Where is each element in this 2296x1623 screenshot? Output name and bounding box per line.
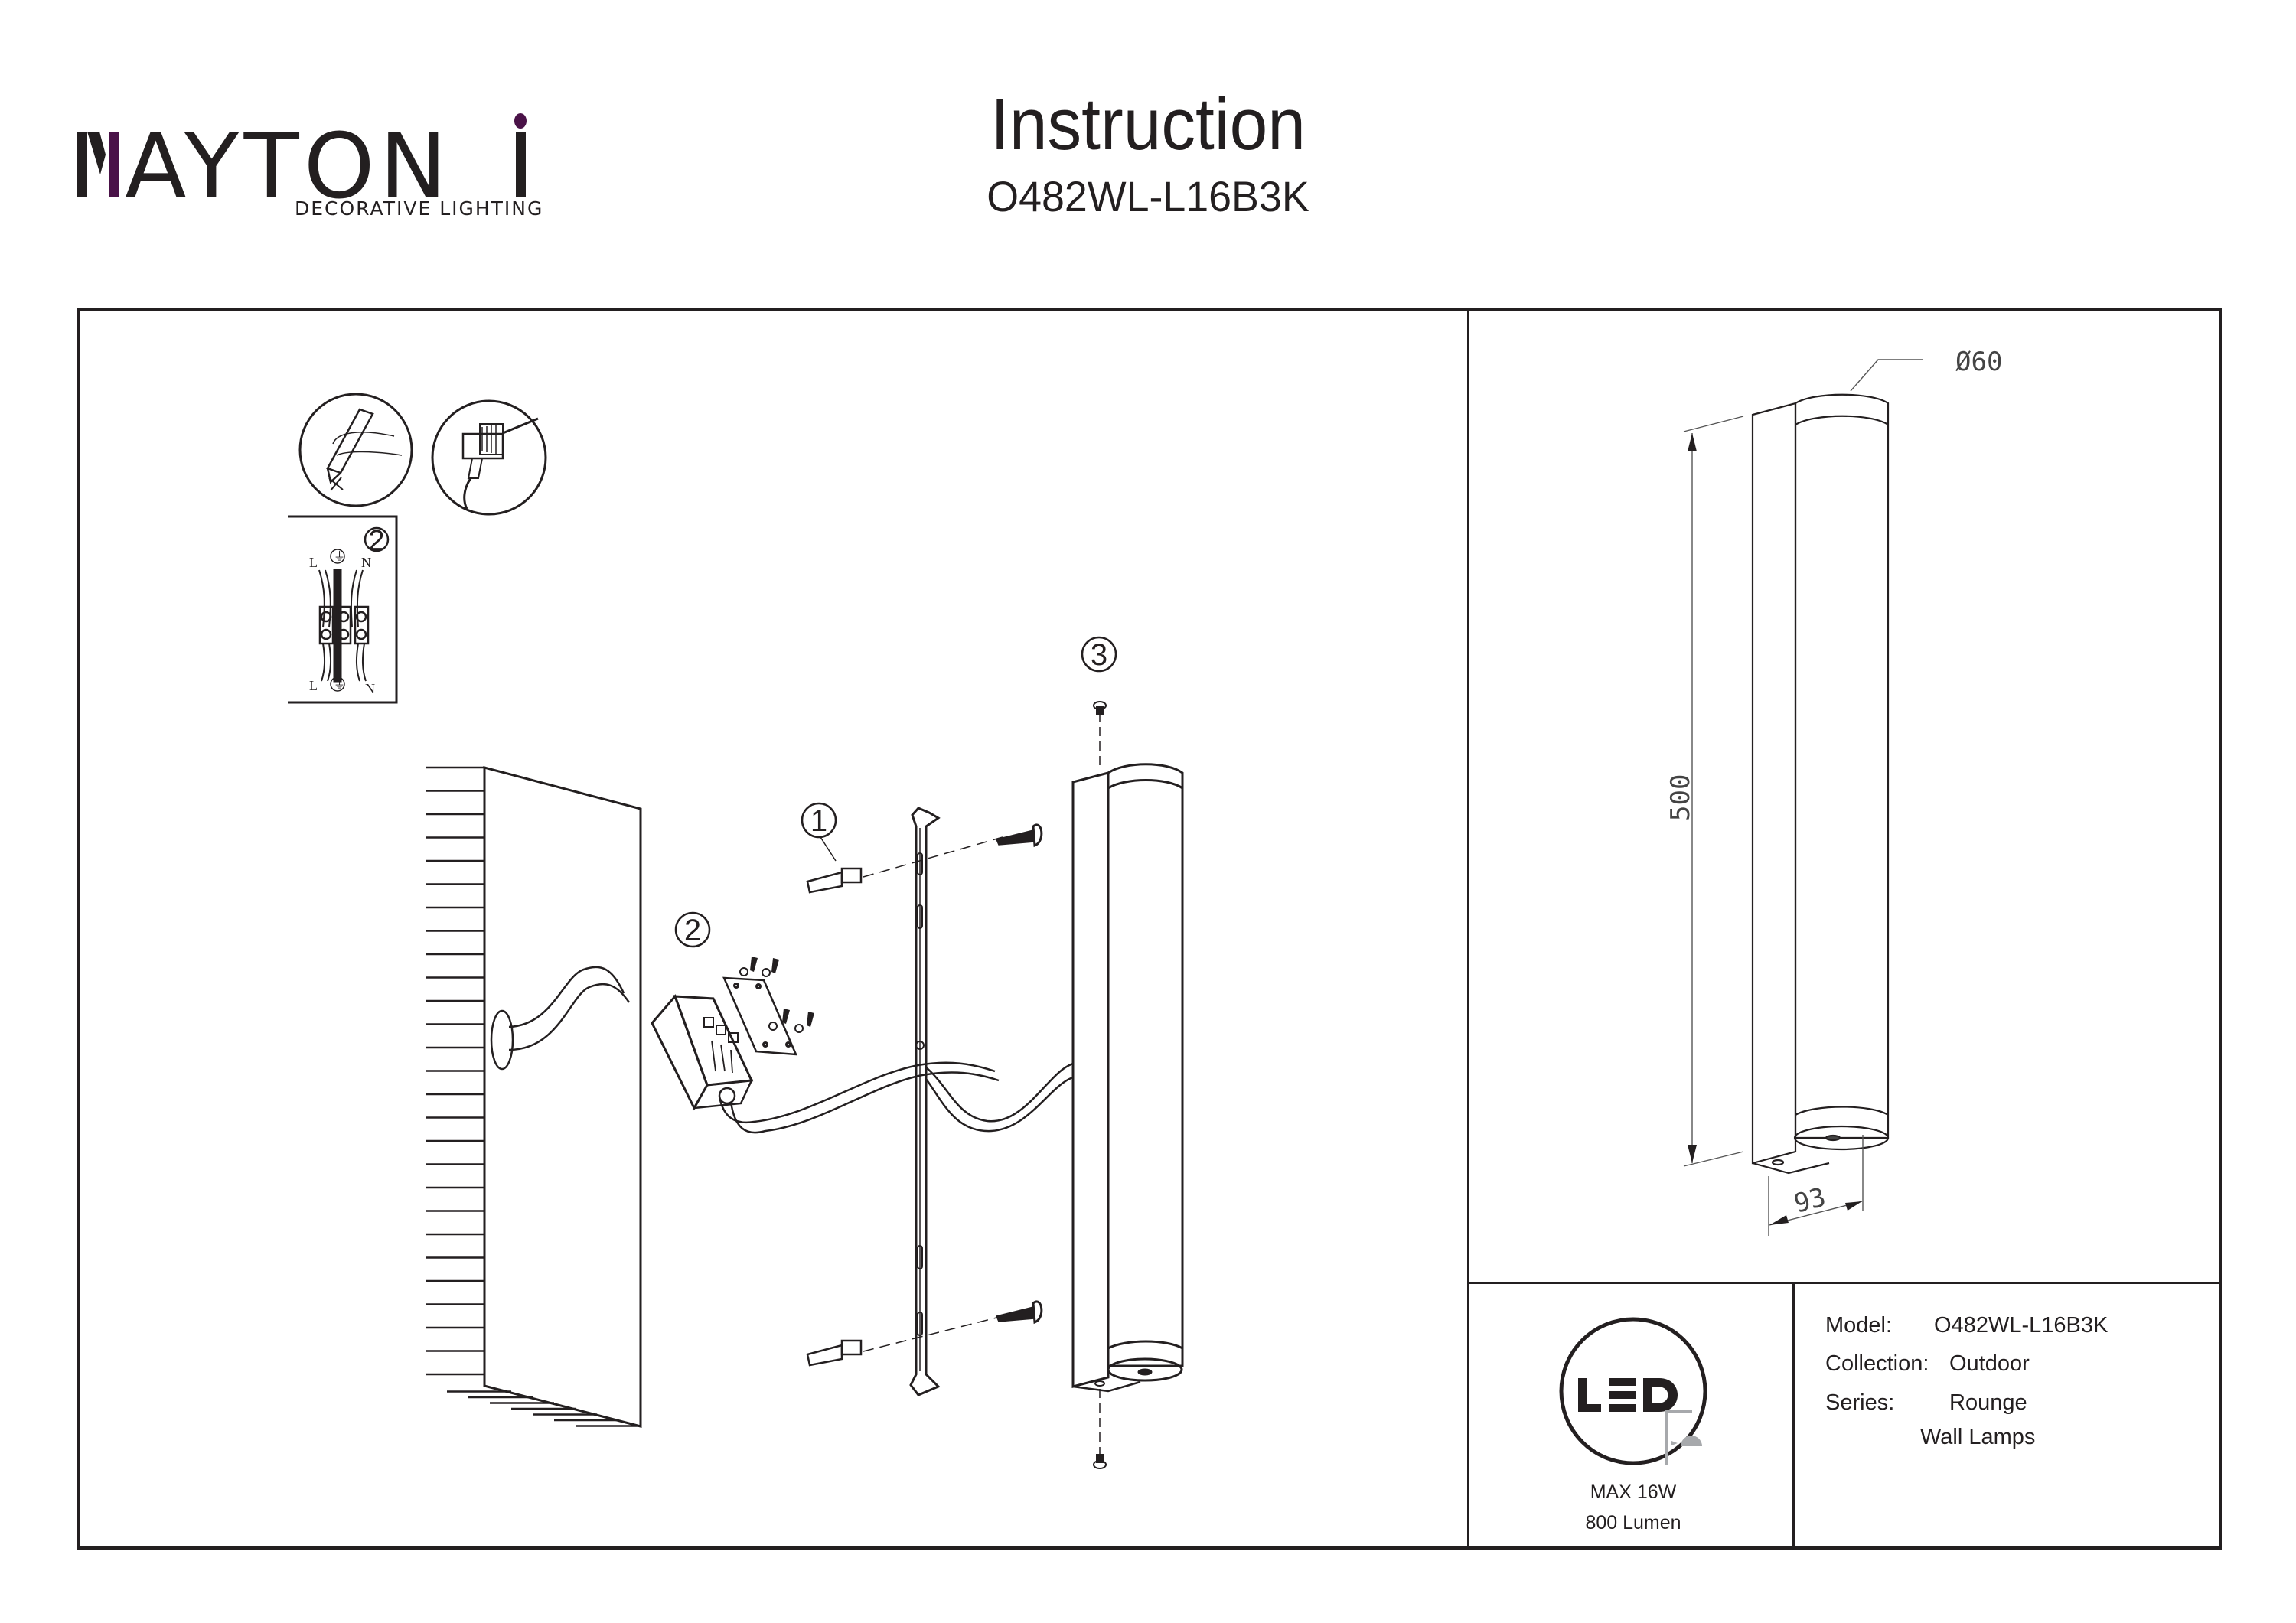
- brand-logo: AYTON DECORATIVE LIGHTING: [77, 99, 551, 230]
- spec-model-label: Model:: [1825, 1313, 1893, 1338]
- led-max-power: MAX 16W: [1590, 1481, 1677, 1503]
- panel-divider-vertical: [1467, 308, 1469, 1546]
- brand-tagline: DECORATIVE LIGHTING: [295, 197, 544, 220]
- model-code: O482WL-L16B3K: [987, 172, 1309, 220]
- logo-accent-dot: [514, 113, 527, 129]
- spec-collection-label: Collection:: [1825, 1351, 1929, 1376]
- panel-divider-horizontal: [1467, 1282, 2219, 1284]
- spec-model-value: O482WL-L16B3K: [1934, 1313, 2108, 1338]
- maytoni-logo-mark: AYTON: [77, 113, 527, 219]
- spec-category-value: Wall Lamps: [1920, 1425, 2036, 1449]
- instruction-frame: [77, 308, 2222, 1550]
- document-header: Instruction O482WL-L16B3K: [918, 88, 1378, 218]
- spec-divider-vertical: [1792, 1282, 1795, 1546]
- logo-accent-stroke: [109, 132, 119, 197]
- spec-series-label: Series:: [1825, 1390, 1895, 1415]
- logo-wordmark: AYTON: [125, 113, 452, 219]
- spec-series-value: Rounge: [1949, 1390, 2027, 1415]
- page-title: Instruction: [990, 83, 1306, 165]
- spec-collection-value: Outdoor: [1949, 1351, 2030, 1376]
- led-luminous-flux: 800 Lumen: [1585, 1512, 1681, 1533]
